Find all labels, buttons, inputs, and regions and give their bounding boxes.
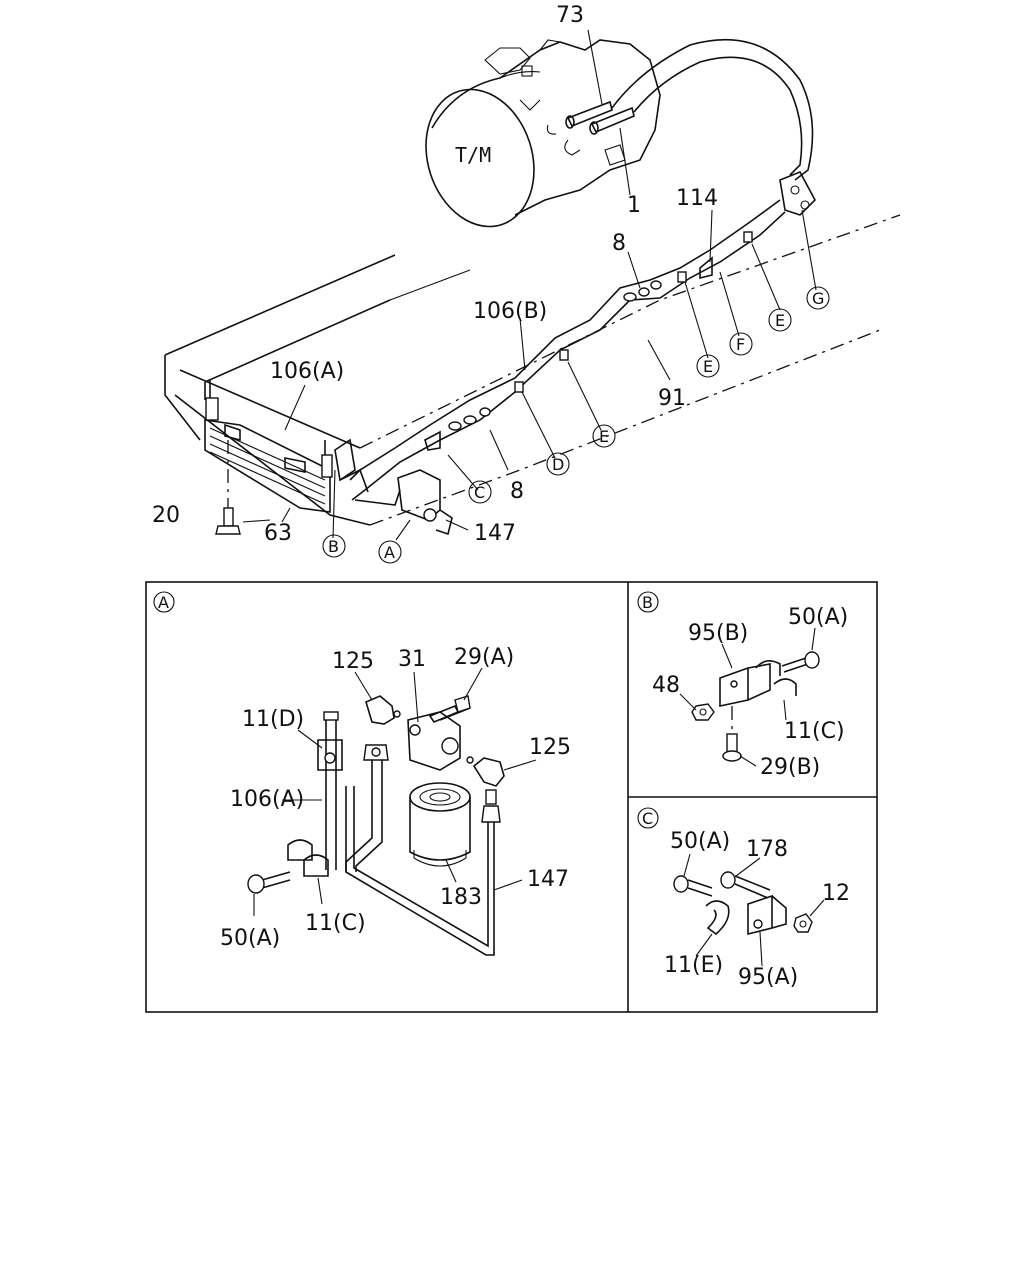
callout-63: 63: [264, 521, 292, 546]
label-106a-detail: 106(A): [230, 787, 304, 812]
overview-drawing: T/M: [152, 3, 901, 564]
label-12: 12: [822, 881, 850, 906]
label-48: 48: [652, 673, 680, 698]
svg-text:C: C: [642, 809, 653, 828]
marker-e-left: E: [592, 424, 616, 448]
svg-text:A: A: [384, 543, 395, 562]
label-50a-detail-a: 50(A): [220, 926, 280, 951]
svg-text:B: B: [642, 593, 653, 612]
label-29b: 29(B): [760, 755, 820, 780]
filter-bracket-overview: [349, 468, 453, 536]
label-178: 178: [746, 837, 788, 862]
marker-d: D: [546, 452, 570, 476]
label-125-right: 125: [529, 735, 571, 760]
leader-lines: [242, 29, 817, 541]
svg-text:G: G: [812, 289, 824, 308]
label-31: 31: [398, 647, 426, 672]
bolt-29a: [428, 695, 471, 723]
transmission-label: T/M: [455, 143, 491, 167]
nut-48: [691, 703, 715, 721]
svg-text:E: E: [599, 427, 609, 446]
connector-8-lower: [448, 407, 491, 431]
bolt-178: [720, 871, 771, 899]
detail-c-marker: C: [637, 807, 659, 829]
callout-106a: 106(A): [270, 359, 344, 384]
oil-cooler-63: [204, 397, 356, 513]
svg-text:D: D: [552, 455, 564, 474]
bolt-50a-detail-c: [673, 875, 713, 897]
svg-text:E: E: [775, 311, 785, 330]
label-95b: 95(B): [688, 621, 748, 646]
pipe-147-detail: [345, 786, 501, 956]
marker-g: G: [806, 286, 830, 310]
callout-8-upper: 8: [612, 231, 626, 256]
callout-147: 147: [474, 521, 516, 546]
oil-filter-183: [409, 782, 471, 867]
pipe-elbow-left: [345, 744, 389, 872]
elbow-125-left: [365, 695, 401, 725]
svg-text:C: C: [474, 483, 485, 502]
label-183: 183: [440, 885, 482, 910]
detail-a-panel: A: [153, 591, 571, 956]
marker-b: B: [322, 534, 346, 558]
connector-8-upper: [623, 280, 662, 302]
label-50a-detail-c: 50(A): [670, 829, 730, 854]
clip-11c-detail-b: [755, 660, 797, 696]
pipe-106a-detail: [317, 711, 343, 870]
callout-106b: 106(B): [473, 299, 547, 324]
nut-12: [793, 913, 813, 933]
bolt-50a-detail-a: [247, 871, 291, 894]
marker-a: A: [378, 540, 402, 564]
bracket-95a: [747, 894, 787, 936]
marker-f: F: [729, 332, 753, 356]
marker-e-right: E: [768, 308, 792, 332]
label-95a: 95(A): [738, 965, 798, 990]
marker-c: C: [468, 480, 492, 504]
clip-11c-detail-a: [287, 839, 329, 877]
callout-73: 73: [556, 3, 584, 28]
marker-e-middle: E: [696, 354, 720, 378]
callout-8-lower: 8: [510, 479, 524, 504]
transmission-assembly: [425, 39, 661, 228]
detail-b-panel: B 95(B) 50(A): [637, 591, 848, 780]
bracket-95b: [719, 663, 771, 707]
bolt-50a-detail-b: [781, 651, 820, 673]
label-11d: 11(D): [242, 707, 304, 732]
svg-text:A: A: [158, 593, 169, 612]
detail-panels-frame: [145, 581, 878, 1013]
callout-91: 91: [658, 386, 686, 411]
svg-text:E: E: [703, 357, 713, 376]
label-29a: 29(A): [454, 645, 514, 670]
label-11c-detail-a: 11(C): [305, 911, 366, 936]
label-50a-detail-b: 50(A): [788, 605, 848, 630]
oil-lines-along-frame: [339, 199, 786, 501]
bolt-29b: [722, 706, 742, 762]
label-147-detail: 147: [527, 867, 569, 892]
bolt-20: [215, 440, 241, 535]
return-pipes: [611, 38, 816, 216]
clip-11e: [705, 900, 730, 936]
callout-114: 114: [676, 186, 718, 211]
detail-c-panel: C 50(A) 178 12 11: [637, 807, 850, 990]
svg-text:B: B: [328, 537, 339, 556]
svg-text:F: F: [736, 335, 745, 354]
callout-1: 1: [627, 193, 641, 218]
label-11c-detail-b: 11(C): [784, 719, 845, 744]
callout-20: 20: [152, 503, 180, 528]
elbow-125-right: [466, 756, 505, 787]
label-11e: 11(E): [664, 953, 723, 978]
detail-b-marker: B: [637, 591, 659, 613]
detail-a-marker: A: [153, 591, 175, 613]
label-125-left: 125: [332, 649, 374, 674]
